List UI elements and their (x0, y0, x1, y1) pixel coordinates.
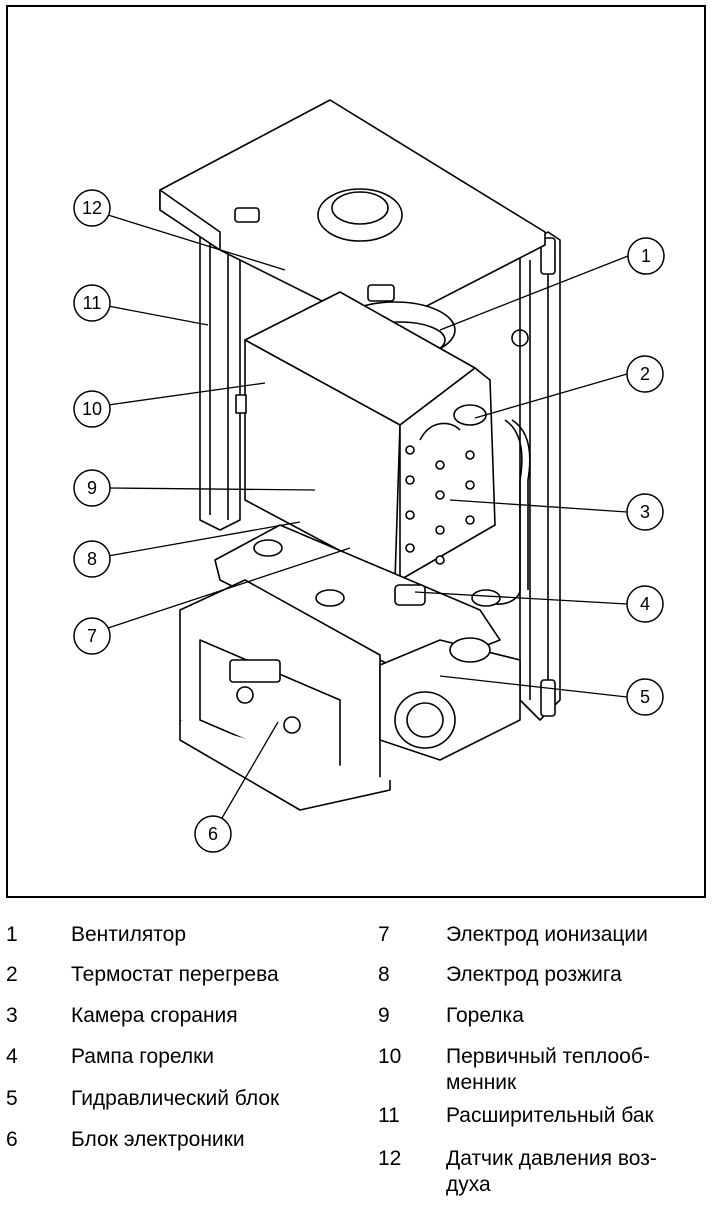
top-cover (159, 99, 546, 331)
legend-number: 1 (6, 923, 18, 946)
callout-10: 10 (73, 390, 111, 428)
svg-text:8: 8 (87, 549, 97, 569)
callout-8: 8 (73, 540, 111, 578)
expansion-tank (199, 221, 241, 531)
legend-number: 4 (6, 1045, 18, 1068)
legend-number: 8 (378, 963, 390, 986)
legend-label: Рампа горелки (71, 1045, 215, 1068)
legend-label: Термостат перегрева (71, 963, 279, 986)
right-frame-rail (519, 231, 561, 721)
pipes (484, 329, 531, 605)
svg-text:1: 1 (641, 246, 651, 266)
legend-label-continued: менник (446, 1071, 517, 1094)
callout-2: 2 (626, 355, 664, 393)
legend-number: 7 (378, 923, 390, 946)
callout-1: 1 (627, 237, 665, 275)
svg-text:9: 9 (87, 478, 97, 498)
callout-4: 4 (626, 585, 664, 623)
legend-number: 5 (6, 1087, 18, 1110)
svg-text:5: 5 (640, 687, 650, 707)
legend-number: 11 (378, 1104, 400, 1127)
svg-text:11: 11 (83, 293, 102, 313)
legend-label: Электрод ионизации (446, 923, 648, 946)
electronics-box (179, 579, 391, 811)
legend-number: 12 (378, 1147, 402, 1170)
legend-number: 9 (378, 1004, 390, 1027)
callout-11: 11 (73, 284, 111, 322)
burner-ramp (394, 584, 426, 606)
legend-label-continued: духа (446, 1173, 491, 1196)
svg-text:3: 3 (640, 502, 650, 522)
legend-number: 2 (6, 963, 18, 986)
legend-label: Гидравлический блок (71, 1087, 280, 1110)
heat-exchanger (235, 291, 496, 581)
legend-label: Камера сгорания (71, 1004, 238, 1027)
svg-text:10: 10 (82, 399, 102, 419)
callout-9: 9 (73, 469, 111, 507)
legend-label: Датчик давления воз- (446, 1147, 657, 1170)
leader-lines (107, 214, 629, 819)
callout-7: 7 (73, 617, 111, 655)
latch-left (234, 207, 260, 223)
legend-number: 10 (378, 1045, 402, 1068)
latch-right (367, 284, 395, 302)
svg-text:7: 7 (87, 626, 97, 646)
legend-label: Первичный теплооб- (446, 1045, 650, 1068)
legend-label: Блок электроники (71, 1128, 245, 1151)
callout-3: 3 (626, 493, 664, 531)
callout-6: 6 (194, 815, 232, 853)
svg-text:6: 6 (208, 824, 218, 844)
svg-text:4: 4 (640, 594, 650, 614)
svg-text:12: 12 (82, 198, 102, 218)
overheat-thermostat (419, 404, 487, 441)
legend-number: 3 (6, 1004, 18, 1027)
base-plate (214, 524, 501, 676)
legend-label: Горелка (446, 1004, 524, 1027)
legend-label: Расширительный бак (446, 1104, 654, 1127)
combustion-chamber-studs (405, 445, 475, 565)
legend-label: Вентилятор (71, 923, 186, 946)
hydraulic-block (379, 637, 521, 761)
callout-5: 5 (626, 678, 664, 716)
svg-text:2: 2 (640, 364, 650, 384)
legend-label: Электрод розжига (446, 963, 622, 986)
callout-12: 12 (73, 189, 111, 227)
legend-number: 6 (6, 1128, 18, 1151)
boiler-illustration: 1 2 3 4 5 6 7 8 9 10 11 12 (73, 99, 665, 853)
